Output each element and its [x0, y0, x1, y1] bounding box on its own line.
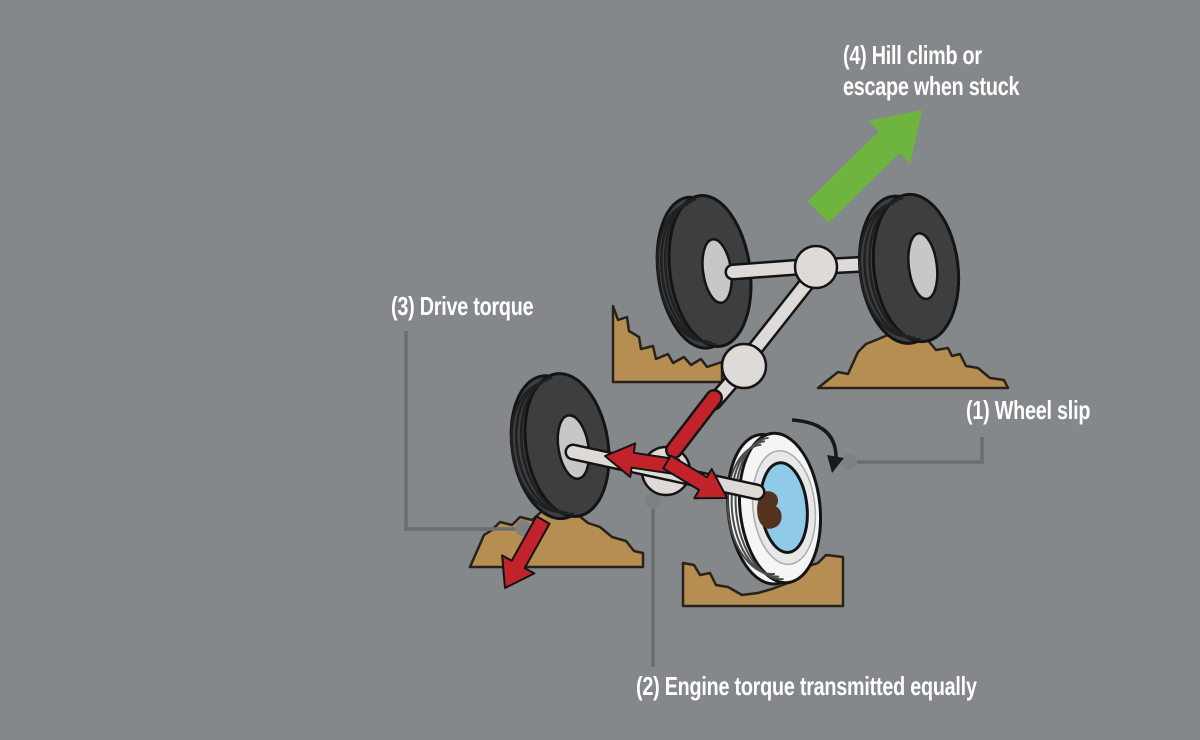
slipping-front-wheel — [726, 431, 823, 586]
torque-arrow-right — [662, 454, 728, 500]
front-left-wheel — [509, 372, 611, 521]
dirt-mounds — [468, 304, 1010, 608]
rear-differential — [793, 244, 839, 290]
engine-torque-label: (2) Engine torque transmitted equally — [636, 671, 977, 701]
rear-left-wheel — [655, 194, 753, 350]
hill-climb-label-line2: escape when stuck — [843, 71, 1020, 101]
dirt-mound-rear-right — [816, 332, 1010, 390]
wheel-rotation-arrow-icon — [791, 418, 844, 473]
mud-splatter — [757, 491, 782, 529]
drive-torque-label: (3) Drive torque — [391, 291, 534, 321]
hill-climb-label-line1: (4) Hill climb or — [843, 40, 982, 70]
hill-climb-label: (4) Hill climb or escape when stuck — [843, 40, 1019, 102]
drive-torque-arrow-icon — [501, 515, 551, 589]
drive-torque-leader-line — [404, 331, 521, 531]
driveshaft-torque-arrow-icon — [604, 389, 728, 500]
dirt-mound-slip-wheel — [681, 553, 845, 608]
wheel-slip-leader-line — [852, 437, 984, 464]
leader-lines — [404, 331, 984, 667]
wheel-slip-leader-dot — [841, 454, 857, 470]
rear-axle-left — [724, 258, 809, 281]
engine-torque-leader-dot — [645, 493, 661, 509]
driveshaft-upper — [738, 269, 820, 368]
rear-right-hub — [907, 232, 939, 301]
hill-climb-arrow-icon — [807, 110, 922, 223]
rear-right-wheel — [857, 192, 961, 345]
wheel-slip-label: (1) Wheel slip — [966, 395, 1091, 425]
center-joint — [720, 342, 768, 390]
